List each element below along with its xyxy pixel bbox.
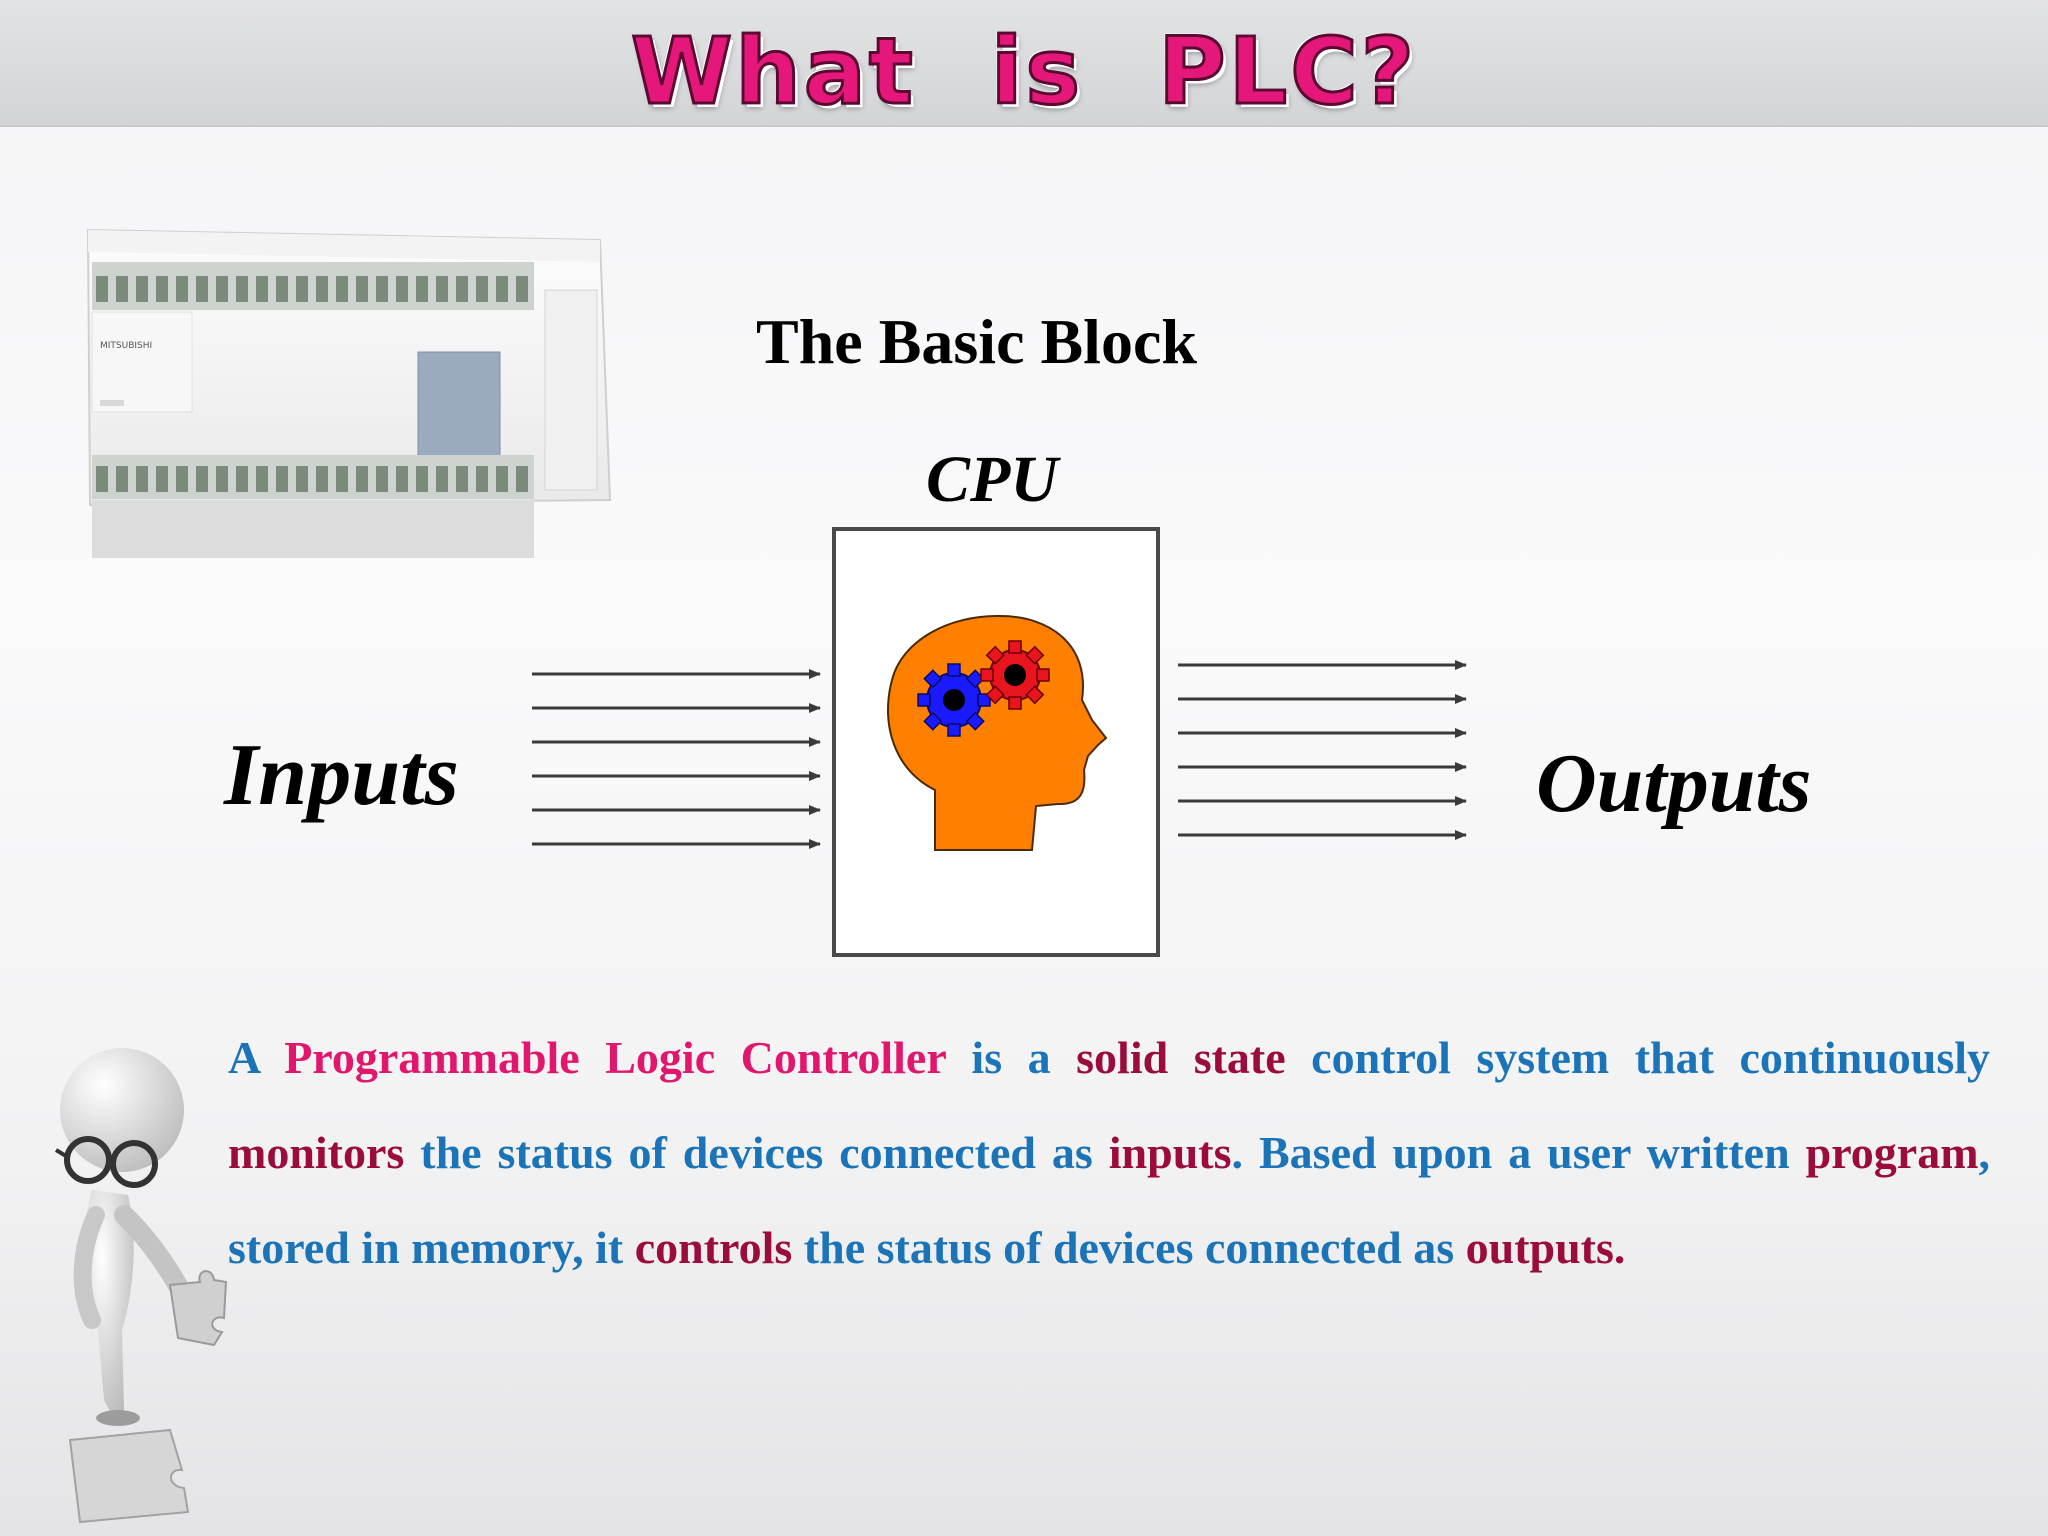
head-gears-icon — [887, 614, 1108, 851]
title-bar — [0, 0, 2048, 127]
desc-segment: controls — [634, 1222, 793, 1273]
thinking-figure-icon — [54, 1048, 228, 1524]
outputs-label: Outputs — [1536, 737, 1812, 830]
blue-gear-icon — [917, 663, 991, 737]
desc-segment: Programmable Logic Controller — [284, 1032, 946, 1083]
cpu-label: CPU — [926, 443, 1058, 516]
desc-segment: . — [1613, 1222, 1626, 1273]
plc-device-icon: MITSUBISHI — [86, 228, 612, 558]
slide-title: What is PLC? — [629, 17, 1418, 127]
desc-segment: control system that continuously — [1285, 1032, 1991, 1083]
output-arrows — [1178, 660, 1467, 840]
desc-segment: monitors — [228, 1127, 405, 1178]
desc-segment: the status of devices connected as — [404, 1127, 1109, 1178]
desc-segment: inputs — [1108, 1127, 1232, 1178]
plc-description: A Programmable Logic Controller is a sol… — [228, 1010, 1990, 1295]
desc-segment: solid state — [1076, 1032, 1286, 1083]
desc-segment: is a — [945, 1032, 1077, 1083]
plc-brand-text: MITSUBISHI — [100, 341, 152, 351]
inputs-label: Inputs — [224, 727, 459, 824]
desc-segment: outputs — [1465, 1222, 1614, 1273]
red-gear-icon — [980, 640, 1050, 710]
desc-segment: program — [1805, 1127, 1979, 1178]
desc-segment: A — [228, 1032, 285, 1083]
diagram-subtitle: The Basic Block — [756, 306, 1197, 377]
puzzle-piece-icon — [168, 1270, 228, 1347]
input-arrows — [532, 669, 821, 849]
desc-segment: . Based upon a user written — [1231, 1127, 1806, 1178]
desc-segment: the status of devices connected as — [792, 1222, 1466, 1273]
desc-segment: , stored in memory, it — [228, 1127, 1991, 1273]
